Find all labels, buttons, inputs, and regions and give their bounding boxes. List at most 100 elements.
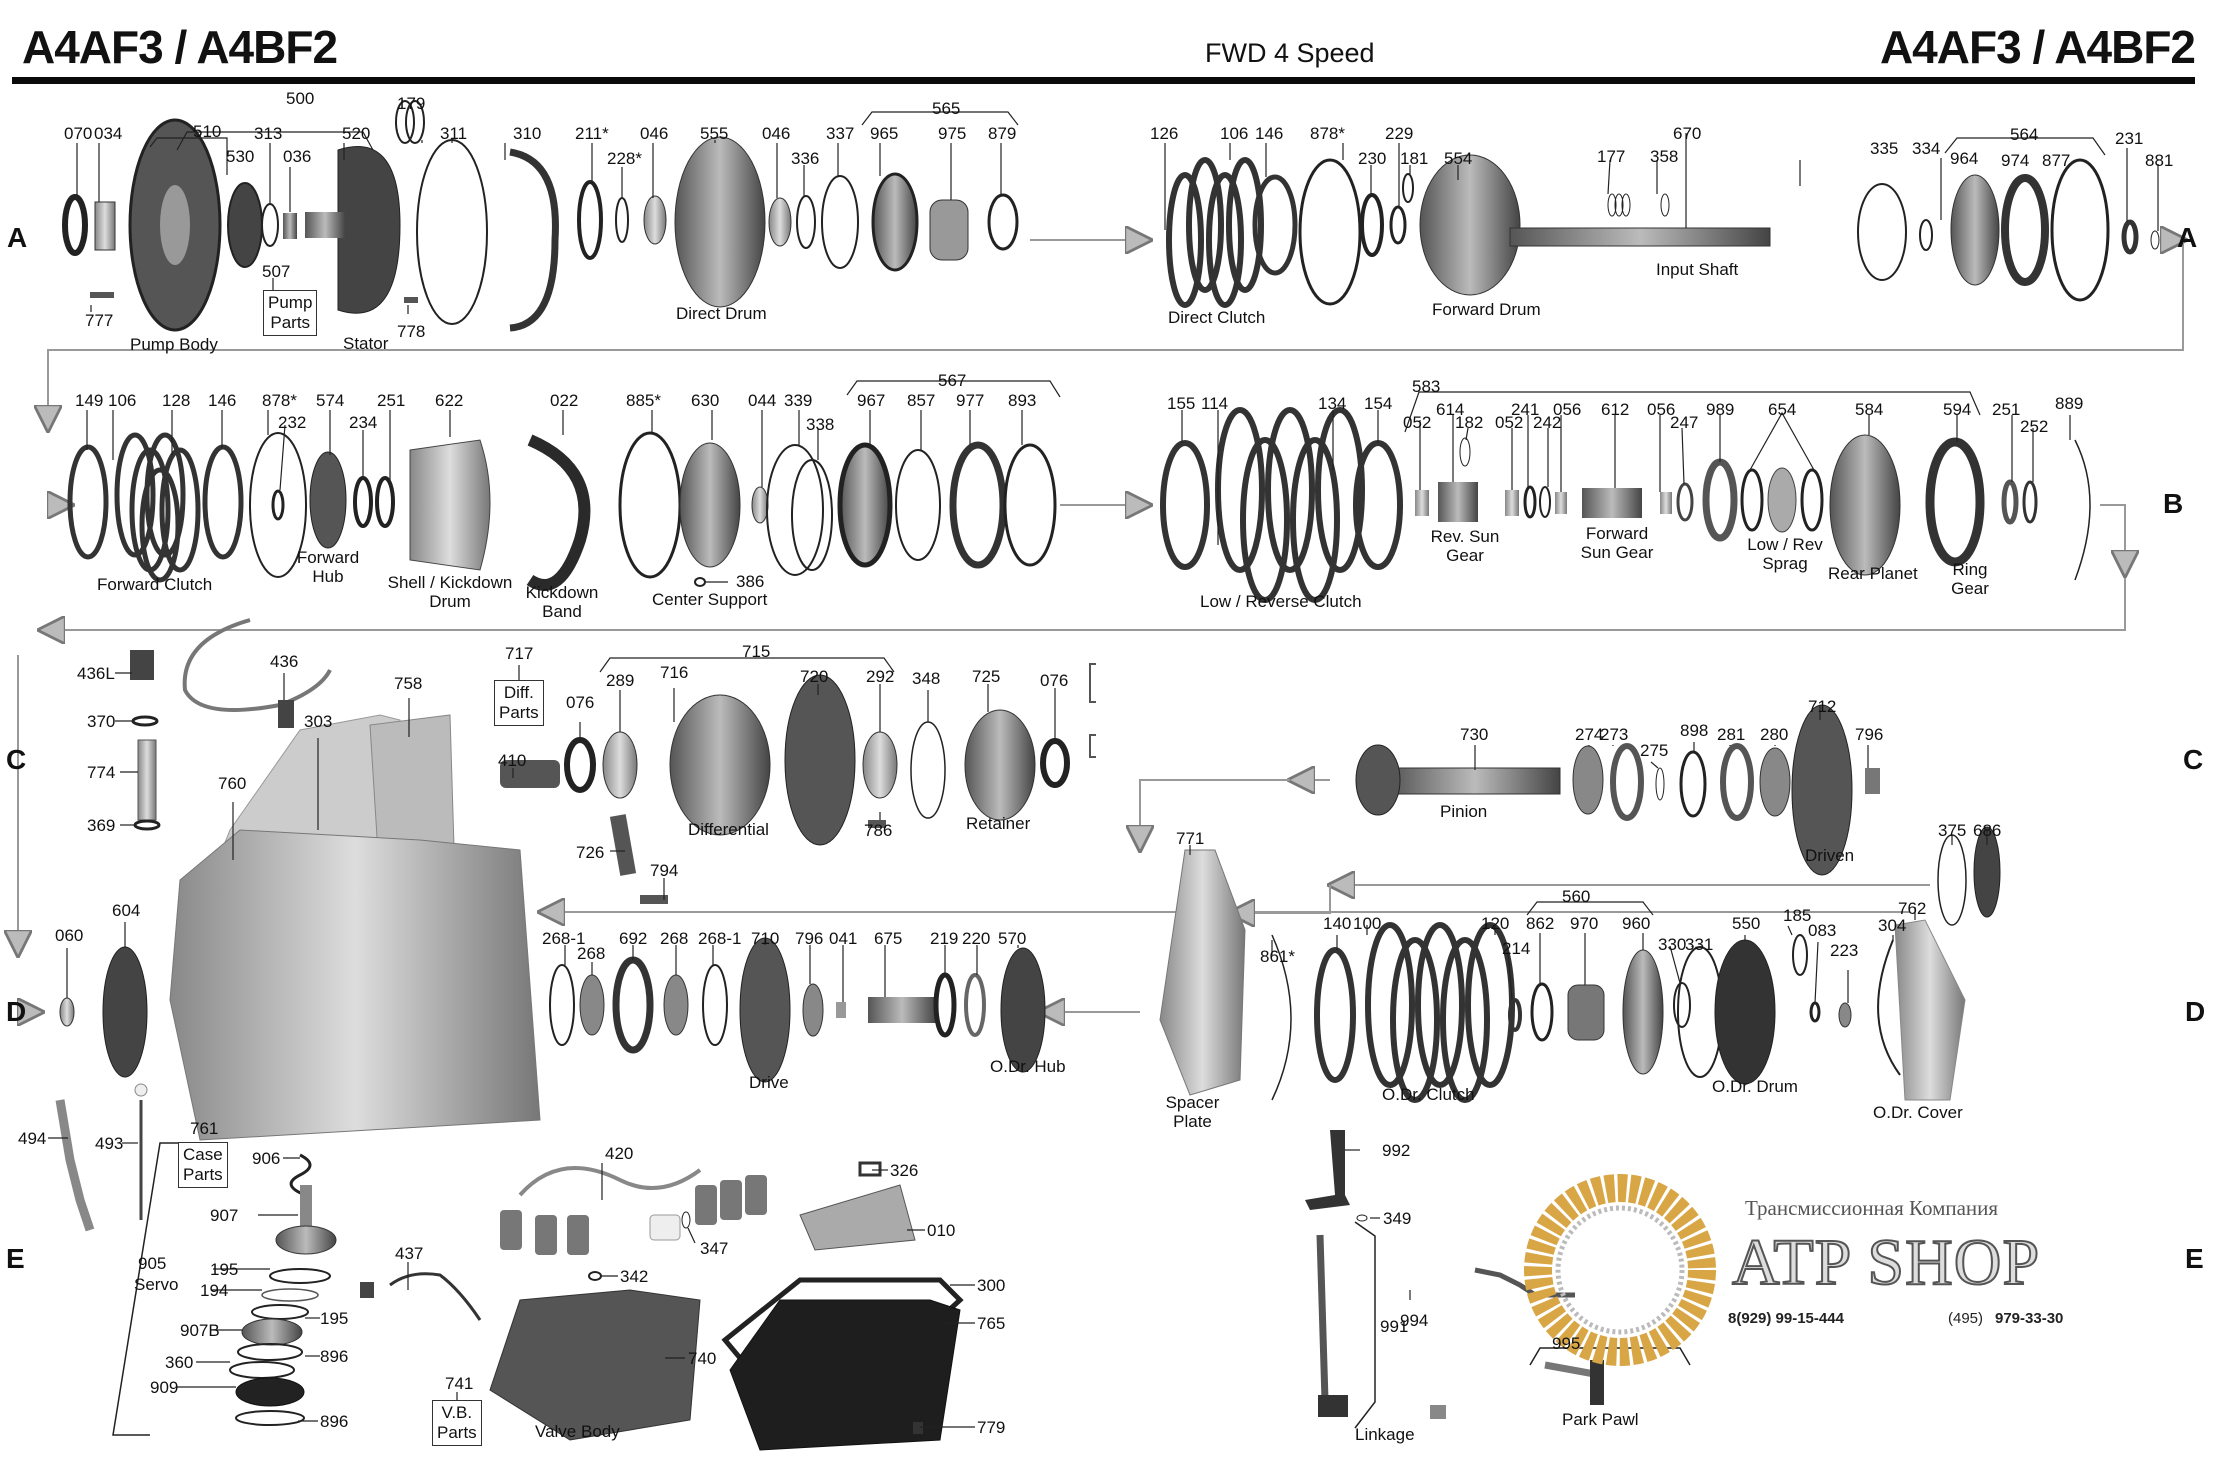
washer-252 xyxy=(2022,480,2038,524)
part-number-label: 975 xyxy=(938,124,967,143)
ring-232 xyxy=(271,489,285,521)
row-marker-d-left: D xyxy=(6,996,27,1027)
part-number-label: 242 xyxy=(1533,413,1562,432)
differential xyxy=(669,694,771,836)
kickdown-drum xyxy=(409,439,491,571)
part-number-label: 960 xyxy=(1622,914,1651,933)
plate-146b xyxy=(202,444,244,560)
ring-230 xyxy=(1360,193,1384,257)
ring-335 xyxy=(1857,183,1907,281)
part-name-center-support: Center Support xyxy=(652,590,768,609)
bushing-046b xyxy=(768,197,792,247)
part-number-label: 052 xyxy=(1403,413,1432,432)
part-number-label: 336 xyxy=(791,149,820,168)
row-marker-a-right: A xyxy=(2177,222,2198,253)
part-number-label: 195 xyxy=(320,1309,349,1328)
bolt-778 xyxy=(404,297,418,303)
bracket-726 xyxy=(609,814,637,876)
part-number-label: 861* xyxy=(1260,947,1295,966)
part-number-label: 149 xyxy=(75,391,104,410)
part-number-label: 252 xyxy=(2020,417,2049,436)
bearing-268b xyxy=(663,974,689,1036)
ring-229 xyxy=(1389,205,1407,245)
part-number-label: 331 xyxy=(1685,935,1714,954)
sensor-436l xyxy=(130,650,154,680)
bushing-036 xyxy=(283,213,297,239)
part-name-pump-body: Pump Body xyxy=(130,335,218,354)
part-number-label: 076 xyxy=(1040,671,1069,690)
valve-body xyxy=(489,1289,701,1441)
ring-358 xyxy=(1660,193,1670,217)
part-number-label: 995 xyxy=(1552,1334,1581,1353)
part-number-label: 420 xyxy=(605,1144,634,1163)
part-number-label: 120 xyxy=(1481,914,1510,933)
part-number-label: 436L xyxy=(77,664,115,683)
part-number-label: 076 xyxy=(566,693,595,712)
part-number-label: 273 xyxy=(1600,725,1629,744)
race-692 xyxy=(612,956,654,1054)
part-number-label: 348 xyxy=(912,669,941,688)
part-number-label: 565 xyxy=(932,99,961,118)
race-273 xyxy=(1610,743,1644,821)
part-number-label: 292 xyxy=(866,667,895,686)
spacer-plate xyxy=(1159,849,1246,1096)
logo-company-name: Трансмиссионная Компания xyxy=(1745,1196,1999,1220)
input-shaft xyxy=(1509,227,1771,247)
part-number-label: 893 xyxy=(1008,391,1037,410)
part-name-overdrive-hub: O.Dr. Hub xyxy=(990,1057,1066,1076)
bracket-991 xyxy=(1354,1221,1376,1429)
part-number-label: 375 xyxy=(1938,821,1967,840)
part-number-label: 268-1 xyxy=(698,929,742,948)
page-title-right: A4AF3 / A4BF2 xyxy=(1879,21,2196,73)
pump-body-hub xyxy=(160,185,190,265)
part-number-label: 228* xyxy=(607,149,642,168)
row-marker-d-right: D xyxy=(2185,996,2206,1027)
part-number-label: 530 xyxy=(226,147,255,166)
part-number-label: 877 xyxy=(2042,151,2071,170)
part-number-label: 360 xyxy=(165,1353,194,1372)
row-marker-e-right: E xyxy=(2185,1243,2204,1274)
part-number-label: 303 xyxy=(304,712,333,731)
part-number-label: 289 xyxy=(606,671,635,690)
filter-010 xyxy=(799,1184,916,1251)
part-number-label: 330 xyxy=(1658,935,1687,954)
part-name-rear-planet: Rear Planet xyxy=(1828,564,1918,583)
ring-339 xyxy=(766,444,824,576)
stator-shaft xyxy=(305,212,345,238)
seal-076b xyxy=(1040,738,1070,788)
snap-ring-898 xyxy=(1679,750,1707,818)
row-marker-b-right: B xyxy=(2163,488,2184,519)
ring-862 xyxy=(1530,982,1554,1042)
part-number-label: 310 xyxy=(513,124,542,143)
driven-gear xyxy=(1791,704,1853,876)
logo-phone-2-number: 979-33-30 xyxy=(1995,1310,2064,1327)
part-number-label: 268 xyxy=(577,944,606,963)
part-number-label: 686 xyxy=(1973,821,2002,840)
gasket-311 xyxy=(416,139,488,325)
part-number-label: 304 xyxy=(1878,916,1907,935)
part-number-label: 878* xyxy=(262,391,297,410)
retainer xyxy=(964,709,1036,821)
ring-083 xyxy=(1809,1001,1821,1023)
part-number-label: 177 xyxy=(1597,147,1626,166)
part-number-label: 970 xyxy=(1570,914,1599,933)
ring-896 xyxy=(237,1343,303,1361)
washer-247 xyxy=(1676,482,1694,522)
part-name-kickdown-drum: Shell / Kickdown Drum xyxy=(387,573,513,611)
part-number-label: 740 xyxy=(688,1349,717,1368)
part-number-label: 564 xyxy=(2010,125,2039,144)
part-number-label: 786 xyxy=(864,821,893,840)
part-name-stator: Stator xyxy=(343,334,389,353)
washer-242 xyxy=(1539,486,1551,518)
part-number-label: 710 xyxy=(751,929,780,948)
part-number-label: 146 xyxy=(1255,124,1284,143)
part-number-label: 857 xyxy=(907,391,936,410)
part-number-label: 994 xyxy=(1400,1311,1429,1330)
ring-179 xyxy=(395,100,415,144)
forward-drum xyxy=(1419,154,1521,296)
ring-195b xyxy=(251,1304,309,1320)
ring-360 xyxy=(229,1361,295,1379)
o-ring-342 xyxy=(588,1271,602,1281)
spring-974 xyxy=(2001,174,2049,286)
spring-906 xyxy=(289,1153,312,1197)
